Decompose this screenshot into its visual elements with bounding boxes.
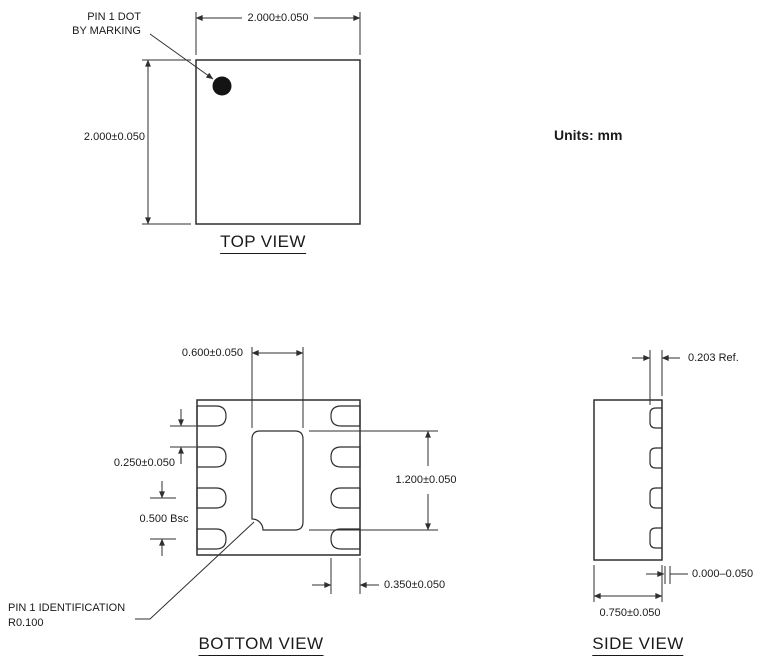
top-width-dimension-label: 2.000±0.050 bbox=[247, 12, 309, 24]
units-note: Units: mm bbox=[554, 127, 623, 143]
pin-pad bbox=[330, 446, 361, 468]
side-view-title: SIDE VIEW bbox=[592, 634, 684, 656]
dim-body-thickness bbox=[593, 565, 663, 602]
pin1-dot-leader-line bbox=[149, 33, 214, 80]
pin1-id-note-line1: PIN 1 IDENTIFICATION bbox=[8, 602, 126, 614]
pin-pad bbox=[196, 446, 227, 468]
dim-lead-thickness bbox=[632, 350, 680, 405]
pin-pad bbox=[196, 405, 227, 427]
side-pin bbox=[649, 407, 662, 429]
left-pin-pads bbox=[196, 405, 227, 550]
package-body-bottom bbox=[196, 399, 361, 556]
pin1-dot-note-line2: BY MARKING bbox=[72, 25, 141, 37]
side-pin bbox=[649, 487, 662, 509]
pin-length-dimension-label: 0.350±0.050 bbox=[384, 579, 446, 591]
side-pins bbox=[649, 407, 662, 549]
dim-pad-length bbox=[309, 430, 438, 531]
dim-pin-width bbox=[170, 409, 196, 464]
pin-pad bbox=[330, 405, 361, 427]
bottom-view-title: BOTTOM VIEW bbox=[198, 634, 324, 656]
dim-top-height bbox=[142, 59, 191, 225]
pin-pad bbox=[330, 487, 361, 509]
bottom-view-drawing bbox=[135, 347, 438, 620]
top-view-title: TOP VIEW bbox=[220, 232, 306, 254]
dim-top-width bbox=[195, 12, 361, 55]
thermal-pad bbox=[251, 430, 304, 531]
dim-pad-width bbox=[251, 347, 304, 428]
pin-pitch-dimension-label: 0.500 Bsc bbox=[139, 513, 189, 525]
pad-length-dimension-label: 1.200±0.050 bbox=[395, 474, 457, 486]
top-height-dimension-label: 2.000±0.050 bbox=[83, 131, 145, 143]
package-body-top bbox=[195, 59, 361, 225]
side-pin bbox=[649, 447, 662, 469]
pin1-dot-note-line1: PIN 1 DOT bbox=[87, 11, 141, 23]
dim-pin-length bbox=[312, 558, 379, 594]
top-view-drawing bbox=[142, 12, 361, 225]
dim-pin-pitch bbox=[150, 481, 176, 556]
lead-thickness-dimension-label: 0.203 Ref. bbox=[688, 352, 739, 364]
pin-pad bbox=[196, 487, 227, 509]
dim-standoff bbox=[646, 566, 688, 584]
pin1-id-note-line2: R0.100 bbox=[8, 617, 44, 629]
pin-pad bbox=[330, 528, 361, 550]
right-pin-pads bbox=[330, 405, 361, 550]
side-view-drawing bbox=[593, 350, 688, 602]
package-body-side bbox=[593, 399, 663, 561]
standoff-dimension-label: 0.000–0.050 bbox=[692, 568, 754, 580]
side-pin bbox=[649, 527, 662, 549]
pin1-id-leader-line bbox=[135, 521, 255, 620]
pin1-dot bbox=[212, 76, 232, 96]
pad-width-dimension-label: 0.600±0.050 bbox=[181, 347, 243, 359]
pin-width-dimension-label: 0.250±0.050 bbox=[113, 457, 175, 469]
pin-pad bbox=[196, 528, 227, 550]
body-thickness-dimension-label: 0.750±0.050 bbox=[599, 607, 661, 619]
